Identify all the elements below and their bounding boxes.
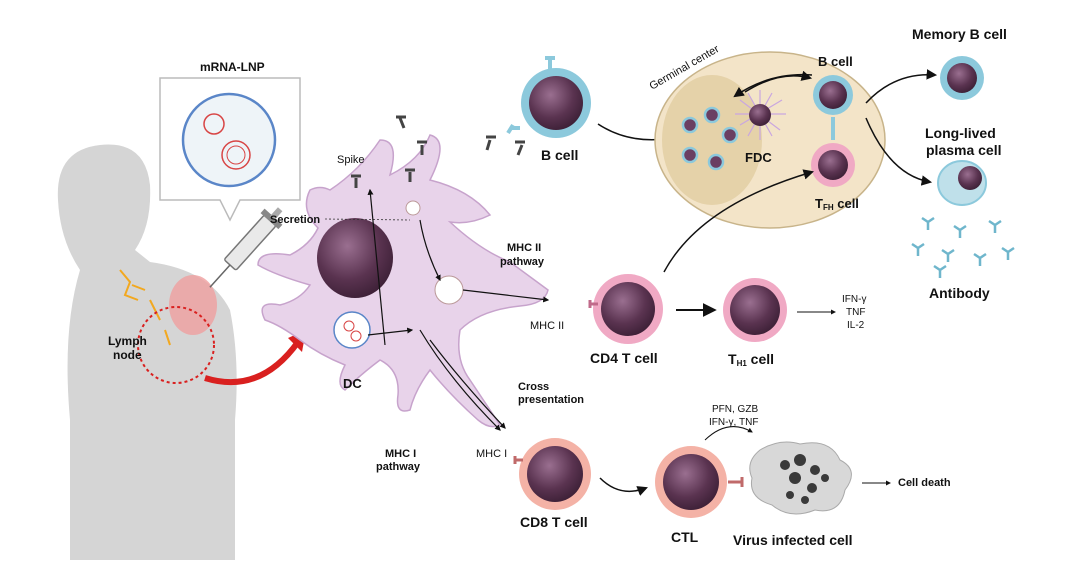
memory-b-label: Memory B cell	[912, 26, 1007, 42]
cd4-label: CD4 T cell	[590, 350, 658, 366]
cytokine-il2: IL-2	[847, 320, 865, 331]
virus-infected-cell: Virus infected cell	[733, 441, 853, 548]
ctl-label-pfn: PFN, GZB	[712, 404, 758, 415]
tfh-label: TFH cell	[815, 196, 859, 212]
gc-b-cell: B cell	[813, 54, 853, 115]
plasma-arrow	[865, 117, 933, 186]
lymph-label-1: Lymph	[108, 334, 147, 348]
tfh-cell: TFH cell	[811, 143, 859, 212]
cytokine-tnf: TNF	[846, 307, 865, 318]
ctl-label-ifn: IFN-γ, TNF	[709, 417, 758, 428]
spike-proteins	[351, 115, 525, 188]
cd8-t-cell: CD8 T cell	[513, 438, 591, 530]
dc-nucleus	[317, 218, 393, 298]
injection-arrow	[204, 340, 301, 386]
ctl-secretion-arrow	[704, 426, 753, 441]
b-cell-naive: B cell	[506, 56, 591, 163]
cd8-label: CD8 T cell	[520, 514, 588, 530]
b-cell-label: B cell	[541, 147, 578, 163]
dc-secretory-vesicle	[405, 200, 421, 216]
secretion-path	[367, 188, 386, 346]
lymph-label-2: node	[113, 348, 142, 362]
th1-label: TH1 cell	[728, 351, 774, 368]
ctl-label: CTL	[671, 529, 699, 545]
th1-cell: TH1 cell	[723, 278, 787, 368]
mrna-lnp-title: mRNA-LNP	[200, 60, 265, 74]
lnp-particle	[181, 92, 277, 188]
mrna-lnp-callout: mRNA-LNP	[159, 60, 301, 222]
mhc2-path	[462, 289, 550, 303]
human-silhouette: Lymph node	[57, 144, 237, 560]
endosome-path	[419, 219, 441, 282]
plasma-label-1: Long-lived	[925, 125, 996, 141]
ctl-cell: CTL	[655, 446, 744, 545]
cd4-t-cell: CD4 T cell	[588, 274, 663, 366]
dendritic-cell: DC	[257, 134, 549, 428]
dc-endosome	[434, 275, 464, 305]
mhc2-pathway-label-1: MHC II	[507, 242, 541, 254]
cross-label-1: Cross	[518, 381, 549, 393]
plasma-label-2: plasma cell	[926, 142, 1002, 158]
mhc1-pathway-label-1: MHC I	[385, 448, 416, 460]
cd4-to-tfh-arrow	[663, 169, 815, 273]
cross-label-2: presentation	[518, 394, 584, 406]
dc-label: DC	[343, 376, 362, 391]
cross-path	[429, 339, 506, 429]
antibody-label: Antibody	[929, 285, 990, 301]
translation-path	[367, 327, 414, 336]
lymph-vessels	[119, 269, 171, 346]
gc-b-cell-label: B cell	[818, 54, 853, 69]
plasma-cell: Long-lived plasma cell	[925, 125, 1002, 206]
lymph-node-circle	[137, 306, 215, 384]
antibodies	[911, 216, 1015, 278]
mhc1-label: MHC I	[476, 448, 507, 460]
syringe-icon	[209, 207, 283, 288]
secretion-label: Secretion	[270, 214, 320, 226]
fdc-cell: FDC	[735, 90, 786, 165]
memory-arrow	[865, 69, 938, 104]
gc-cycle-arrow-2	[744, 70, 813, 93]
mhc1-path	[419, 329, 501, 431]
cell-death-label: Cell death	[898, 477, 951, 489]
mhc2-pathway-label-2: pathway	[500, 256, 545, 268]
mhc1-pathway-label-2: pathway	[376, 461, 421, 473]
spike-label: Spike	[337, 154, 365, 166]
cd8-to-ctl-arrow	[599, 477, 648, 496]
virus-cell-label: Virus infected cell	[733, 532, 853, 548]
mhc2-label: MHC II	[530, 320, 564, 332]
memory-b-cell: Memory B cell	[912, 26, 1007, 100]
cytokine-ifng: IFN-γ	[842, 294, 866, 305]
fdc-label: FDC	[745, 150, 772, 165]
germinal-center: Germinal center FDC B cell TFH cell	[648, 43, 886, 229]
